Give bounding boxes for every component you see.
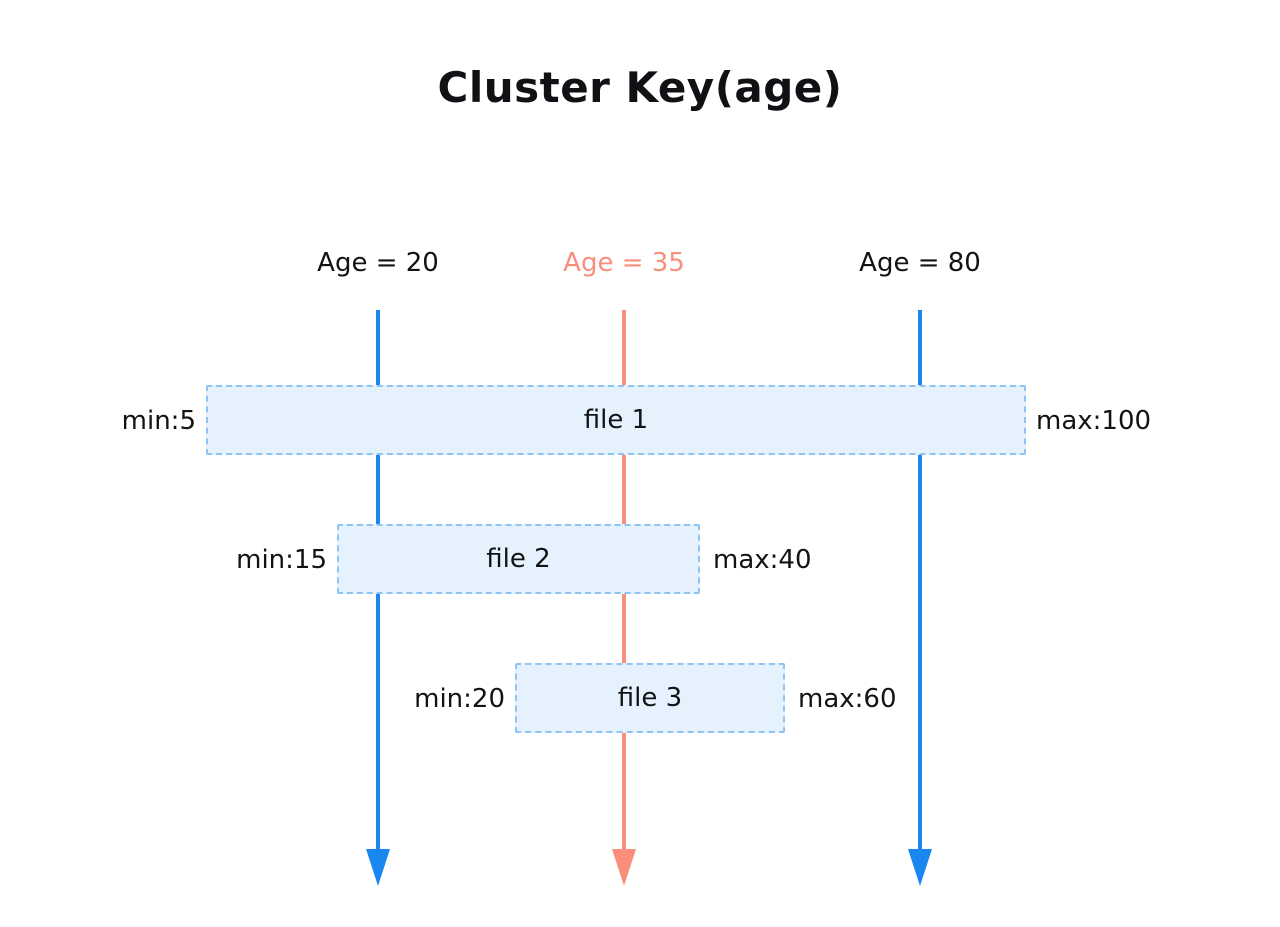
file-3-max-label: max:60 bbox=[798, 684, 897, 714]
file-1-max-label: max:100 bbox=[1036, 406, 1152, 436]
page-title: Cluster Key(age) bbox=[437, 63, 843, 112]
file-1-label: file 1 bbox=[583, 405, 649, 435]
file-2-min-label: min:15 bbox=[236, 545, 327, 575]
file-3-range-box: file 3 bbox=[515, 663, 785, 733]
probe-label-age-80: Age = 80 bbox=[859, 248, 981, 278]
file-1-range-box: file 1 bbox=[206, 385, 1026, 455]
file-2-max-label: max:40 bbox=[713, 545, 812, 575]
file-2-label: file 2 bbox=[486, 544, 551, 574]
probe-label-age-20: Age = 20 bbox=[317, 248, 439, 278]
probe-label-age-35: Age = 35 bbox=[563, 248, 685, 278]
file-2-range-box: file 2 bbox=[337, 524, 700, 594]
file-3-label: file 3 bbox=[617, 683, 683, 713]
file-1-min-label: min:5 bbox=[121, 406, 196, 436]
file-3-min-label: min:20 bbox=[414, 684, 505, 714]
